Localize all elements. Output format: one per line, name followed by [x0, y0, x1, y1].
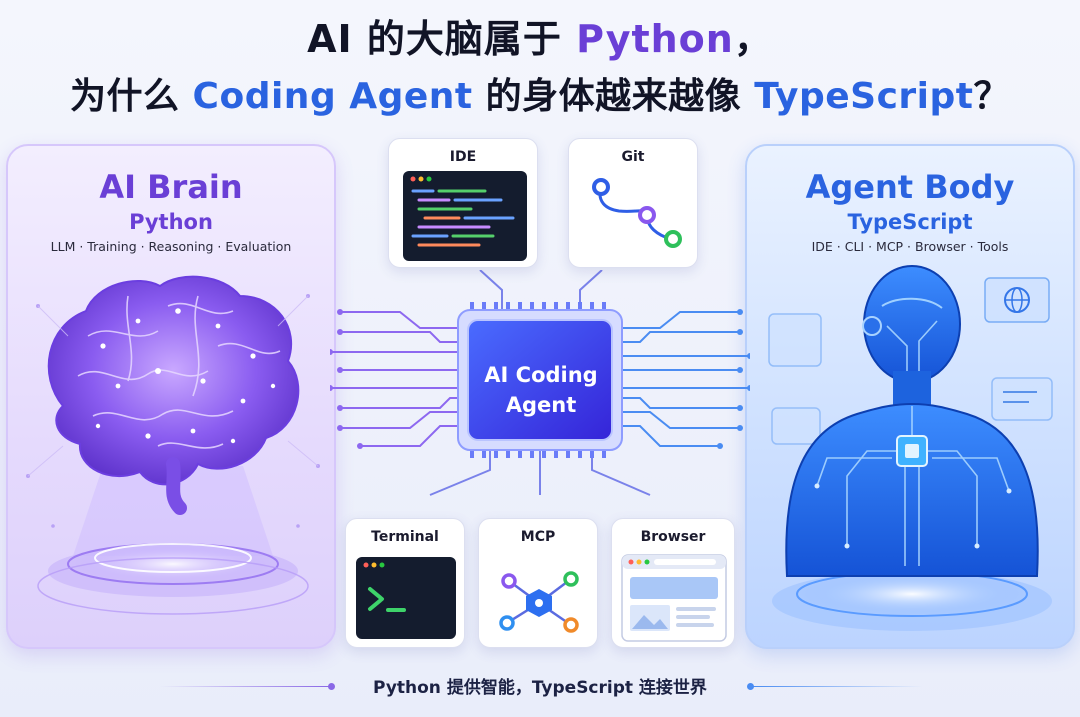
ai-coding-agent-chip — [467, 319, 613, 441]
circuit-connections — [330, 270, 750, 496]
ai-brain-subtitle: Python — [129, 210, 213, 234]
brain-illustration — [26, 275, 320, 615]
browser-card-title: Browser — [640, 529, 706, 545]
title-line-1: AI 的大脑属于 Python， — [0, 10, 1080, 68]
chip-label-line-2: Agent — [505, 393, 577, 417]
footer-tagline: Python 提供智能，TypeScript 连接世界 — [373, 678, 707, 698]
agent-body-title: Agent Body — [805, 168, 1015, 206]
page-title: AI 的大脑属于 Python， 为什么 Coding Agent 的身体越来越… — [0, 10, 1080, 126]
ai-brain-tags: LLM · Training · Reasoning · Evaluation — [50, 239, 292, 254]
title-line-1-post: ， — [733, 17, 773, 61]
title-python: Python — [576, 17, 734, 61]
agent-body-panel: Agent Body TypeScript IDE · CLI · MCP · … — [745, 144, 1075, 649]
title-line-2-pre: 为什么 — [70, 76, 193, 117]
mcp-hub-icon — [499, 571, 579, 633]
agent-body-illustration — [768, 265, 1053, 631]
title-line-2-mid: 的身体越来越像 — [472, 76, 755, 117]
terminal-card-title: Terminal — [371, 529, 439, 545]
footer-line-left — [160, 686, 330, 687]
mcp-card: MCP — [478, 518, 598, 648]
git-card-title: Git — [621, 149, 645, 165]
footer-dot-left — [328, 683, 335, 690]
chip-label-line-1: AI Coding — [484, 363, 598, 387]
browser-window-icon — [621, 554, 727, 642]
ai-brain-title: AI Brain — [99, 168, 243, 206]
title-line-2-post: ？ — [973, 76, 1010, 117]
agent-body-tags: IDE · CLI · MCP · Browser · Tools — [811, 239, 1009, 254]
ide-card: IDE — [388, 138, 538, 268]
chip-label: AI Coding Agent — [468, 360, 614, 420]
code-editor-icon — [403, 171, 527, 261]
footer-dot-right — [747, 683, 754, 690]
title-line-2: 为什么 Coding Agent 的身体越来越像 TypeScript？ — [0, 68, 1080, 126]
title-line-1-pre: AI 的大脑属于 — [307, 17, 577, 61]
title-coding-agent: Coding Agent — [192, 76, 473, 117]
agent-body-subtitle: TypeScript — [847, 210, 973, 234]
browser-card: Browser — [611, 518, 735, 648]
git-card: Git — [568, 138, 698, 268]
git-branch-icon — [592, 178, 682, 248]
ide-card-title: IDE — [449, 149, 477, 165]
mcp-card-title: MCP — [520, 529, 556, 545]
terminal-card: Terminal — [345, 518, 465, 648]
ai-brain-panel: AI Brain Python LLM · Training · Reasoni… — [6, 144, 336, 649]
floating-screen-icon — [984, 277, 1050, 323]
terminal-icon — [356, 557, 456, 639]
title-typescript: TypeScript — [754, 76, 974, 117]
footer-line-right — [752, 686, 922, 687]
